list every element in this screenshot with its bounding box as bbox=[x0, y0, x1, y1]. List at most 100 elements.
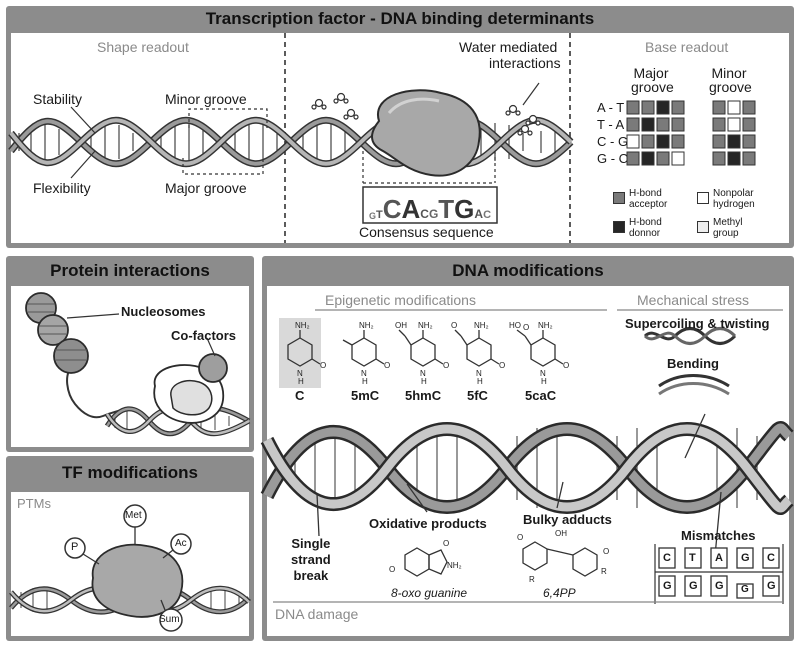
major-groove-cell bbox=[656, 100, 670, 115]
svg-text:O: O bbox=[443, 539, 449, 548]
mismatch-bottom-3: G bbox=[715, 580, 724, 592]
mismatch-top-2: T bbox=[689, 552, 696, 564]
major-groove-cell bbox=[641, 151, 655, 166]
ptm-methylation-label: Met bbox=[125, 510, 142, 521]
legend-methyl-swatch bbox=[697, 221, 709, 233]
svg-text:N: N bbox=[476, 369, 482, 378]
base-5fc-label: 5fC bbox=[467, 388, 488, 403]
ptm-acetylation-label: Ac bbox=[175, 538, 187, 549]
svg-text:O: O bbox=[443, 361, 449, 370]
supercoiling-label: Supercoiling & twisting bbox=[625, 316, 770, 331]
svg-text:N: N bbox=[297, 369, 303, 378]
base-pair-label: C - G bbox=[597, 134, 629, 149]
binding-determinants-panel: Transcription factor - DNA binding deter… bbox=[6, 6, 794, 248]
base-readout-heading: Base readout bbox=[645, 39, 729, 55]
legend-nonpolar-swatch bbox=[697, 192, 709, 204]
svg-text:H: H bbox=[298, 377, 304, 386]
major-groove-cell bbox=[641, 117, 655, 132]
svg-text:N: N bbox=[540, 369, 546, 378]
minor-groove-label: Minor groove bbox=[165, 91, 247, 107]
major-groove-cell bbox=[626, 100, 640, 115]
epigenetic-heading: Epigenetic modifications bbox=[325, 292, 476, 308]
nucleosomes-label: Nucleosomes bbox=[121, 304, 206, 319]
minor-groove-cell bbox=[727, 117, 741, 132]
svg-text:O: O bbox=[451, 321, 457, 330]
minor-groove-cell bbox=[742, 100, 756, 115]
svg-text:OH: OH bbox=[395, 321, 407, 330]
minor-groove-cell bbox=[742, 117, 756, 132]
logo-letter: C bbox=[420, 207, 429, 221]
minor-groove-cell bbox=[712, 151, 726, 166]
protein-interactions-title: Protein interactions bbox=[50, 261, 210, 280]
minor-groove-cell bbox=[712, 134, 726, 149]
logo-letter: G bbox=[428, 207, 439, 221]
svg-text:NH₂: NH₂ bbox=[418, 321, 433, 330]
major-groove-cell bbox=[626, 134, 640, 149]
oxo-guanine-label: 8-oxo guanine bbox=[391, 586, 468, 600]
mechanical-heading: Mechanical stress bbox=[637, 292, 750, 308]
logo-letter: A bbox=[474, 207, 484, 221]
logo-letter: C bbox=[483, 209, 492, 221]
svg-text:O: O bbox=[603, 547, 609, 556]
mismatch-bottom-2: G bbox=[689, 580, 698, 592]
binding-determinants-title: Transcription factor - DNA binding deter… bbox=[205, 9, 595, 28]
tf-modifications-illustration bbox=[9, 504, 251, 632]
svg-text:H: H bbox=[362, 377, 368, 386]
ptms-heading: PTMs bbox=[17, 496, 51, 511]
section-divider-right bbox=[569, 33, 571, 243]
svg-text:R: R bbox=[529, 575, 535, 584]
major-groove-cell bbox=[656, 151, 670, 166]
major-groove-cell bbox=[671, 134, 685, 149]
major-groove-cell bbox=[656, 134, 670, 149]
top-dna-helix bbox=[8, 82, 574, 224]
protein-interactions-panel: Protein interactions bbox=[6, 256, 254, 452]
base-c-label: C bbox=[295, 388, 305, 403]
major-groove-cell bbox=[671, 100, 685, 115]
major-groove-cell bbox=[656, 117, 670, 132]
consensus-logo: G T C A C G T G A C bbox=[365, 189, 495, 221]
interactions-label: interactions bbox=[489, 55, 561, 71]
tf-modifications-panel: TF modifications PTMs P Met Ac Sum bbox=[6, 456, 254, 641]
base-pair-label: G - C bbox=[597, 151, 629, 166]
legend-acceptor-swatch bbox=[613, 192, 625, 204]
svg-text:NH₂: NH₂ bbox=[474, 321, 489, 330]
major-groove-cell bbox=[626, 151, 640, 166]
consensus-sequence-label: Consensus sequence bbox=[359, 224, 494, 240]
base-pair-label: T - A bbox=[597, 117, 625, 132]
mismatch-top-5: C bbox=[767, 552, 775, 564]
major-groove-cell bbox=[641, 134, 655, 149]
svg-text:N: N bbox=[361, 369, 367, 378]
oxidative-products-label: Oxidative products bbox=[369, 516, 487, 531]
minor-groove-cell bbox=[727, 151, 741, 166]
dna-modifications-panel: DNA modifications Epigenetic modificatio… bbox=[260, 256, 794, 641]
stability-label: Stability bbox=[33, 91, 83, 107]
protein-interactions-content: Nucleosomes Co-factors bbox=[11, 286, 251, 447]
base-readout-matrix bbox=[626, 100, 756, 166]
mismatch-top-1: C bbox=[663, 552, 671, 564]
bending-label: Bending bbox=[667, 356, 719, 371]
base-5cac-label: 5caC bbox=[525, 388, 557, 403]
logo-letter: T bbox=[375, 209, 383, 221]
base-5mc-label: 5mC bbox=[351, 388, 380, 403]
logo-letter: G bbox=[368, 211, 376, 221]
svg-text:H: H bbox=[477, 377, 483, 386]
pp64-label: 6,4PP bbox=[543, 586, 576, 600]
tf-modifications-content: PTMs P Met Ac Sum bbox=[9, 492, 251, 636]
svg-text:O: O bbox=[523, 323, 529, 332]
svg-text:R: R bbox=[601, 567, 607, 576]
svg-text:NH₂: NH₂ bbox=[295, 321, 310, 330]
minor-groove-cell bbox=[712, 117, 726, 132]
svg-text:O: O bbox=[384, 361, 390, 370]
svg-text:O: O bbox=[320, 361, 326, 370]
svg-text:HO: HO bbox=[509, 321, 521, 330]
minor-groove-cell bbox=[742, 151, 756, 166]
svg-text:O: O bbox=[389, 565, 395, 574]
mismatch-bottom-1: G bbox=[663, 580, 672, 592]
major-groove-cell bbox=[671, 117, 685, 132]
flexibility-label: Flexibility bbox=[33, 180, 91, 196]
